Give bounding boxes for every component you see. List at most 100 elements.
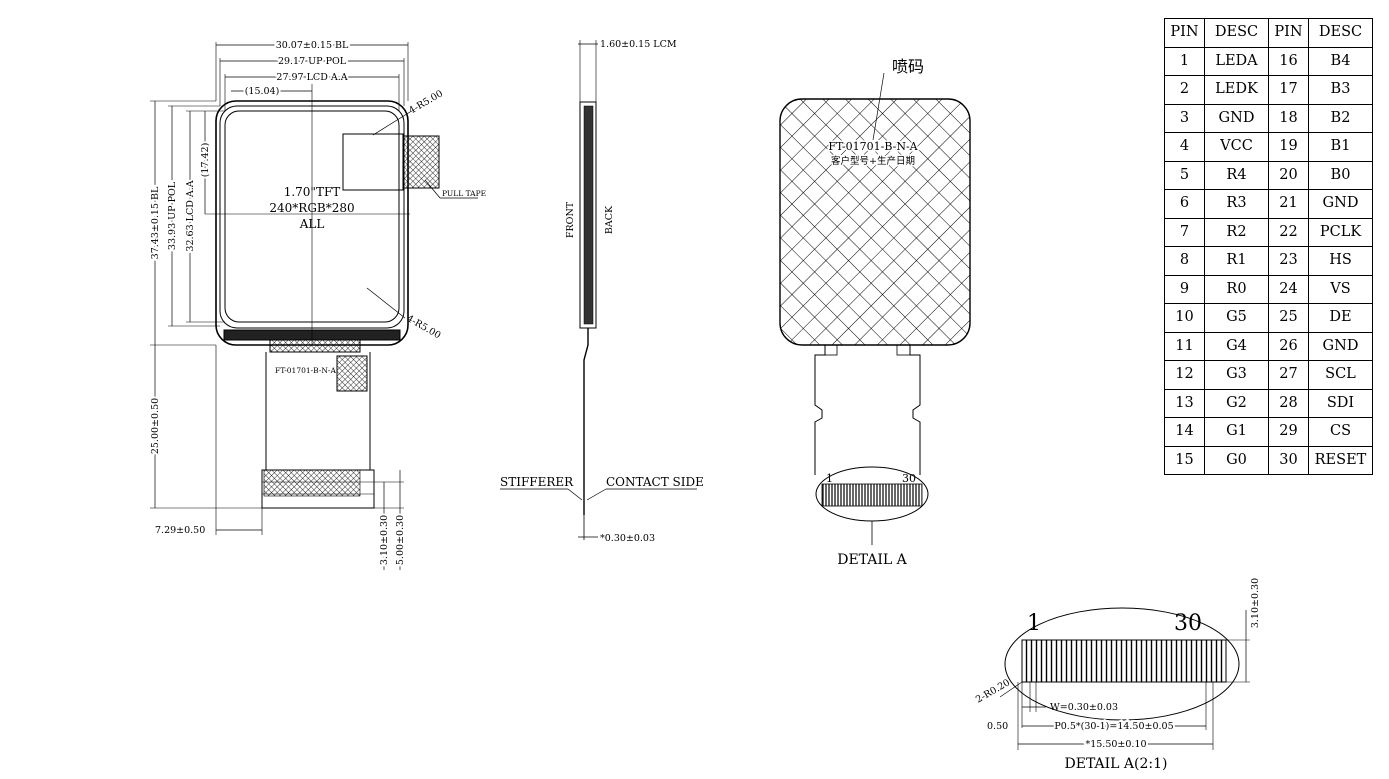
pin-number-cell: 2 bbox=[1164, 75, 1205, 105]
desc-header: DESC bbox=[1308, 18, 1373, 48]
detail-contacts bbox=[1021, 639, 1227, 683]
pin-number-cell: 7 bbox=[1164, 217, 1205, 247]
side-view bbox=[500, 40, 697, 540]
front-view bbox=[150, 42, 478, 570]
dim-width-bl: 30.07±0.15 BL bbox=[276, 40, 349, 51]
back-pin-last: 30 bbox=[902, 472, 916, 485]
pin-desc-cell: LEDK bbox=[1204, 75, 1269, 105]
pin-desc-cell: R2 bbox=[1204, 217, 1269, 247]
detail-dim-height: 3.10±0.30 bbox=[1250, 578, 1261, 628]
corner-radius-bottom: 4-R5.00 bbox=[405, 313, 443, 341]
dim-fpc-offset: 7.29±0.50 bbox=[155, 525, 205, 536]
pin-number-cell: 13 bbox=[1164, 388, 1205, 418]
stifferer-label: STIFFERER bbox=[500, 475, 574, 489]
pin-desc-cell: HS bbox=[1308, 246, 1373, 276]
desc-header: DESC bbox=[1204, 18, 1269, 48]
pin-number-cell: 6 bbox=[1164, 189, 1205, 219]
pin-number-cell: 1 bbox=[1164, 46, 1205, 76]
pin-desc-cell: B4 bbox=[1308, 46, 1373, 76]
pin-desc-cell: RESET bbox=[1308, 445, 1373, 475]
back-view-text: 喷码 FT-01701-B-N-A 客户型号+生产日期 1 30 DETAIL … bbox=[826, 57, 924, 568]
pin-desc-cell: VS bbox=[1308, 274, 1373, 304]
detail-dim-radius: 2-R0.20 bbox=[974, 677, 1012, 705]
pin-desc-cell: SDI bbox=[1308, 388, 1373, 418]
fpc-component bbox=[336, 355, 368, 392]
dim-fpc-thickness: *0.30±0.03 bbox=[600, 533, 655, 544]
side-view-text: 1.60±0.15 LCM FRONT BACK STIFFERER CONTA… bbox=[500, 39, 704, 544]
pin-desc-cell: B3 bbox=[1308, 75, 1373, 105]
pin-desc-cell: R3 bbox=[1204, 189, 1269, 219]
pin-number-cell: 17 bbox=[1268, 75, 1309, 105]
pin-header: PIN bbox=[1268, 18, 1309, 48]
pin-desc-cell: GND bbox=[1308, 189, 1373, 219]
back-fpc bbox=[814, 345, 921, 475]
pin-desc-cell: GND bbox=[1204, 103, 1269, 133]
back-part-no: FT-01701-B-N-A bbox=[828, 140, 918, 153]
back-body bbox=[779, 98, 971, 346]
dim-thickness: 1.60±0.15 LCM bbox=[600, 39, 677, 50]
detail-dim-pin-width: W=0.30±0.03 bbox=[1050, 702, 1118, 713]
pin-desc-cell: B0 bbox=[1308, 160, 1373, 190]
front-label: FRONT bbox=[565, 201, 576, 238]
pin-number-cell: 8 bbox=[1164, 246, 1205, 276]
pin-number-cell: 25 bbox=[1268, 303, 1309, 333]
detail-dim-pitch: P0.5*(30-1)=14.50±0.05 bbox=[1054, 721, 1173, 732]
pin-number-cell: 26 bbox=[1268, 331, 1309, 361]
fpc-bond-strip bbox=[269, 339, 361, 353]
inkjet-label: 喷码 bbox=[892, 57, 924, 76]
pin-number-cell: 30 bbox=[1268, 445, 1309, 475]
center-text-line2: 240*RGB*280 bbox=[269, 201, 354, 215]
dim-width-up-pol: 29.17 UP POL bbox=[278, 56, 347, 67]
pin-number-cell: 3 bbox=[1164, 103, 1205, 133]
pin-desc-cell: G5 bbox=[1204, 303, 1269, 333]
pin-number-cell: 11 bbox=[1164, 331, 1205, 361]
pin-number-cell: 16 bbox=[1268, 46, 1309, 76]
pin-number-cell: 24 bbox=[1268, 274, 1309, 304]
pin-desc-cell: R1 bbox=[1204, 246, 1269, 276]
dim-center-y: (17.42) bbox=[200, 143, 211, 178]
pin-desc-cell: LEDA bbox=[1204, 46, 1269, 76]
dim-width-lcd-aa: 27.97 LCD A.A bbox=[276, 72, 347, 83]
pin-desc-cell: G2 bbox=[1204, 388, 1269, 418]
dim-height-up-pol: 33.93 UP POL bbox=[167, 181, 178, 250]
pin-desc-cell: G1 bbox=[1204, 417, 1269, 447]
detail-pin-last: 30 bbox=[1174, 611, 1202, 636]
dim-center-x: (15.04) bbox=[245, 86, 280, 97]
pin-number-cell: 19 bbox=[1268, 132, 1309, 162]
pin-number-cell: 4 bbox=[1164, 132, 1205, 162]
contact-side-label: CONTACT SIDE bbox=[606, 475, 704, 489]
detail-a-label: DETAIL A bbox=[837, 552, 907, 568]
pin-number-cell: 20 bbox=[1268, 160, 1309, 190]
detail-ellipse bbox=[1004, 607, 1240, 721]
pin-desc-cell: SCL bbox=[1308, 360, 1373, 390]
corner-radius-top: 4-R5.00 bbox=[407, 88, 445, 116]
center-text-line3: ALL bbox=[299, 217, 325, 231]
pin-desc-cell: B1 bbox=[1308, 132, 1373, 162]
pin-number-cell: 5 bbox=[1164, 160, 1205, 190]
pin-number-cell: 9 bbox=[1164, 274, 1205, 304]
pin-number-cell: 21 bbox=[1268, 189, 1309, 219]
pin-number-cell: 28 bbox=[1268, 388, 1309, 418]
detail-pin-first: 1 bbox=[1027, 611, 1041, 636]
pin-desc-cell: R0 bbox=[1204, 274, 1269, 304]
pin-table-header-row: PIN DESC PIN DESC bbox=[1164, 18, 1373, 48]
pin-number-cell: 29 bbox=[1268, 417, 1309, 447]
back-view bbox=[779, 72, 971, 545]
pin-desc-cell: CS bbox=[1308, 417, 1373, 447]
side-fpc bbox=[583, 328, 589, 515]
pin-desc-cell: R4 bbox=[1204, 160, 1269, 190]
pin-desc-cell: B2 bbox=[1308, 103, 1373, 133]
back-contacts bbox=[821, 483, 923, 507]
dim-height-bl: 37.43±0.15 BL bbox=[150, 186, 161, 259]
